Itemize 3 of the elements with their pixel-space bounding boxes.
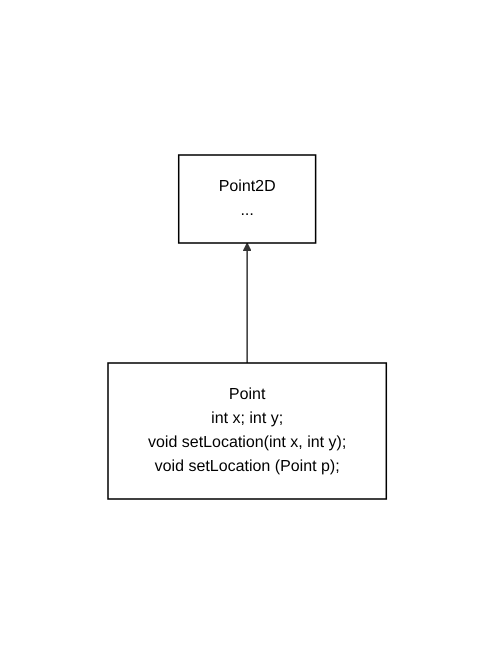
node-box: Point2D ...	[178, 154, 316, 244]
node-box: Point int x; int y; void setLocation(int x, int y); void setLocation (Point p);	[107, 362, 387, 500]
arrow	[242, 242, 252, 363]
